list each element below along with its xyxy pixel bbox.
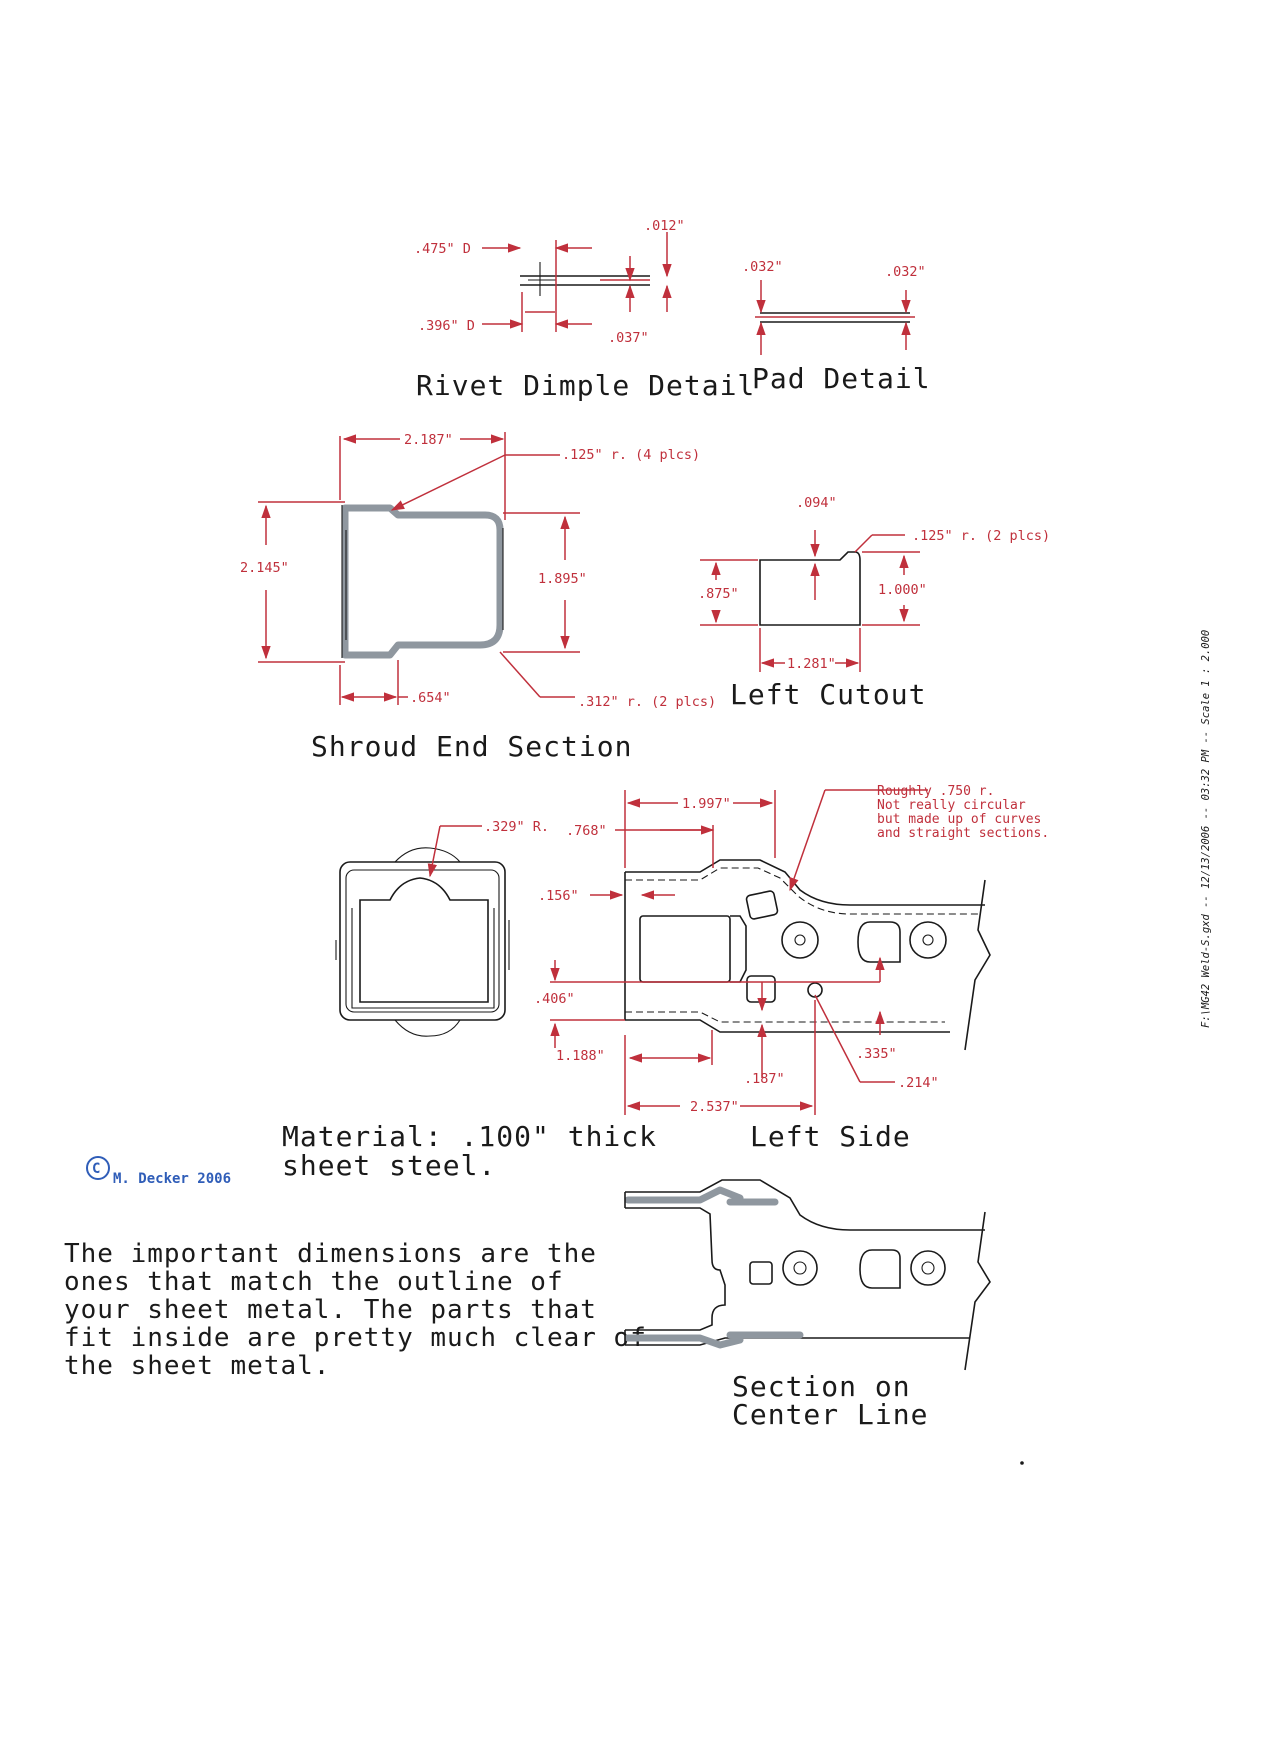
left-side-dim-768: .768" — [566, 823, 607, 839]
centerline-title-line-2: Center Line — [732, 1398, 928, 1431]
shroud-end-title: Shroud End Section — [311, 730, 632, 763]
pad-detail-title: Pad Detail — [752, 362, 931, 395]
left-side-body — [624, 859, 991, 1051]
cutout-dim-094: .094" — [796, 495, 837, 511]
left-side-view: 1.997" .768" .156" .406" 1.188" .187" 2.… — [534, 784, 1049, 1153]
rivet-dim-012: .012" — [644, 218, 685, 234]
left-side-dim-187: .187" — [744, 1071, 785, 1087]
cutout-dim-875: .875" — [698, 586, 739, 602]
left-side-note-line-4: and straight sections. — [877, 826, 1049, 841]
shroud-dim-width: 2.187" — [404, 432, 453, 448]
important-note: The important dimensions are the ones th… — [64, 1239, 647, 1381]
end-view-inner-shroud — [359, 877, 489, 1003]
left-side-dims — [550, 789, 928, 1115]
file-stamp: F:\MG42 Weld-S.gxd -- 12/13/2006 -- 03:3… — [1200, 630, 1212, 1028]
important-note-line-4: fit inside are pretty much clear of — [64, 1323, 647, 1353]
left-side-note-line-2: Not really circular — [877, 798, 1026, 813]
copyright-icon — [86, 1156, 110, 1180]
rivet-dimple-dims — [482, 232, 672, 332]
centerline-title-line-1: Section on — [732, 1370, 911, 1403]
left-cutout: .094" .125" r. (2 plcs) .875" 1.000" 1.2… — [698, 495, 1050, 711]
pad-dim-right: .032" — [885, 264, 926, 280]
shroud-profile — [341, 504, 504, 659]
left-side-note-line-3: but made up of curves — [877, 812, 1041, 827]
material-line-2: sheet steel. — [282, 1149, 496, 1182]
pad-sheet — [755, 312, 915, 323]
important-note-line-1: The important dimensions are the — [64, 1239, 597, 1269]
shroud-dim-height: 2.145" — [240, 560, 289, 576]
rivet-dimple-title: Rivet Dimple Detail — [416, 369, 755, 402]
rivet-dim-396: .396" D — [418, 318, 475, 334]
shroud-dim-inner-height: 1.895" — [538, 571, 587, 587]
left-side-dim-2537: 2.537" — [690, 1099, 739, 1115]
end-view-radius: .329" R. — [484, 819, 549, 835]
left-side-note: Roughly .750 r. Not really circular but … — [877, 784, 1049, 841]
cutout-dim-radius: .125" r. (2 plcs) — [912, 528, 1050, 544]
stray-dot — [1020, 1461, 1024, 1465]
shroud-dims — [258, 432, 580, 705]
pad-dim-left: .032" — [742, 259, 783, 275]
left-cutout-title: Left Cutout — [730, 678, 926, 711]
left-side-dim-214: .214" — [898, 1075, 939, 1091]
important-note-line-2: ones that match the outline of — [64, 1267, 564, 1297]
pad-detail: .032" .032" Pad Detail — [742, 259, 931, 395]
important-note-line-5: the sheet metal. — [64, 1351, 330, 1381]
left-side-dim-335: .335" — [856, 1046, 897, 1062]
left-side-dim-156: .156" — [538, 888, 579, 904]
copyright-text: M. Decker 2006 — [113, 1171, 231, 1187]
pad-dims — [756, 280, 911, 355]
rivet-dimple-detail: .475" D .396" D .012" .037" Rivet Dimple… — [414, 218, 755, 402]
cutout-dim-1281: 1.281" — [787, 656, 836, 672]
material-note: Material: .100" thick sheet steel. — [282, 1120, 657, 1182]
shroud-dim-radius-2: .312" r. (2 plcs) — [578, 694, 716, 710]
left-side-dim-1188: 1.188" — [556, 1048, 605, 1064]
left-side-note-line-1: Roughly .750 r. — [877, 784, 994, 799]
cutout-dims — [700, 530, 920, 672]
shroud-dim-654: .654" — [410, 690, 451, 706]
copyright-symbol: C — [92, 1161, 100, 1177]
left-side-title: Left Side — [750, 1120, 911, 1153]
rivet-dim-475: .475" D — [414, 241, 471, 257]
shroud-dim-radius-4: .125" r. (4 plcs) — [562, 447, 700, 463]
left-side-dim-1997: 1.997" — [682, 796, 731, 812]
shroud-end-section: 2.187" .125" r. (4 plcs) 2.145" 1.895" .… — [240, 432, 716, 763]
end-view: .329" R. — [335, 819, 549, 1037]
left-side-dim-406: .406" — [534, 991, 575, 1007]
centerline-section: Section on Center Line — [624, 1179, 991, 1431]
centerline-body — [624, 1179, 991, 1371]
rivet-dim-037: .037" — [608, 330, 649, 346]
copyright-mark: C M. Decker 2006 — [86, 1156, 231, 1187]
important-note-line-3: your sheet metal. The parts that — [64, 1295, 597, 1325]
cutout-dim-1000: 1.000" — [878, 582, 927, 598]
material-line-1: Material: .100" thick — [282, 1120, 657, 1153]
cutout-outline — [759, 551, 861, 626]
